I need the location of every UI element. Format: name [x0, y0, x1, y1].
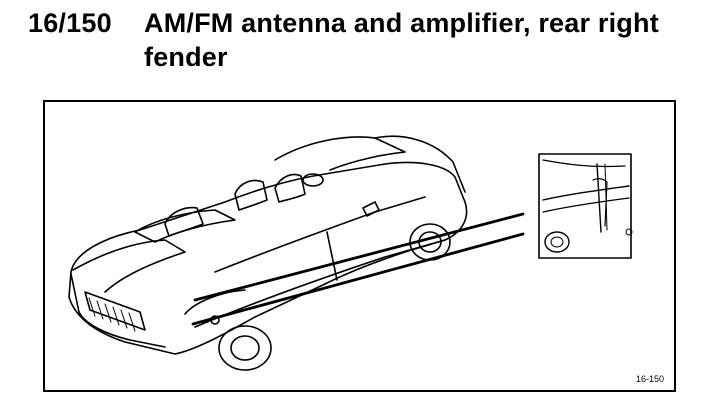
pointer-line-lower — [191, 232, 525, 326]
figure-frame: 16-150 — [43, 100, 676, 392]
rear-seat — [164, 206, 204, 237]
detail-inset — [538, 153, 632, 259]
car-illustration — [68, 135, 633, 371]
detail-inset-drawing — [542, 159, 633, 253]
rear-wheel-hub — [230, 335, 260, 361]
side-mirror — [362, 201, 380, 217]
front-seat-right — [274, 173, 306, 203]
hood — [374, 135, 466, 193]
rear-fender — [184, 289, 246, 315]
car-body-outline — [68, 161, 468, 355]
door-seam — [326, 231, 338, 281]
rear-bumper — [70, 273, 166, 348]
steering-wheel — [302, 173, 324, 187]
section-number: 16/150 — [28, 8, 112, 38]
trunk-lid — [72, 239, 186, 293]
rear-grille — [88, 297, 136, 332]
rear-wheel — [218, 325, 272, 371]
windshield — [274, 136, 406, 171]
figure-reference: 16-150 — [635, 374, 664, 384]
section-heading: 16/150 AM/FM antenna and amplifier, rear… — [28, 6, 688, 76]
front-seat-left — [234, 179, 268, 211]
rear-panel — [84, 291, 146, 331]
pointer-line-upper — [193, 212, 525, 302]
section-title: AM/FM antenna and amplifier, rear right … — [144, 8, 659, 72]
